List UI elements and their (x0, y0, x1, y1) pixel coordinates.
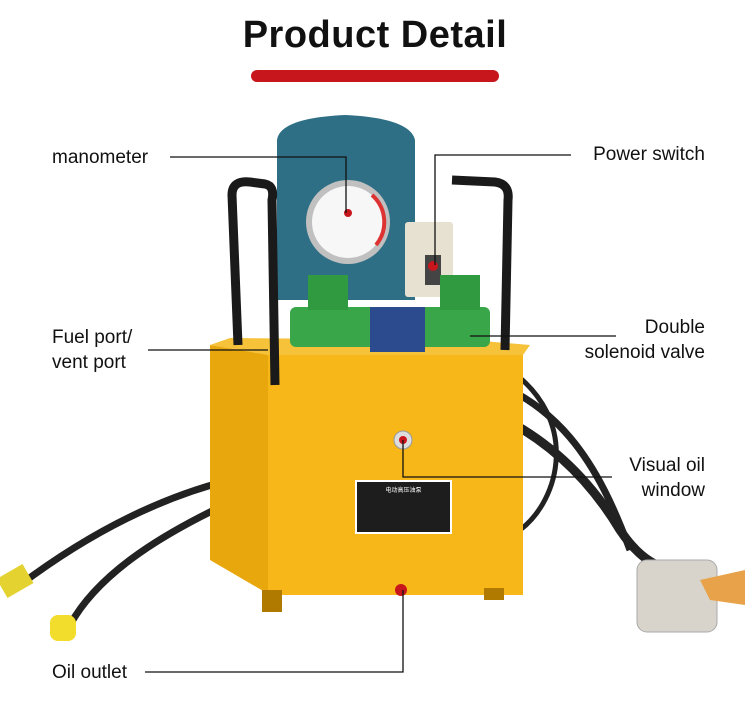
callout-oil-window-line2: window (641, 480, 705, 501)
callout-oil-window: Visual oil window (629, 453, 705, 503)
callout-oil-window-line1: Visual oil (629, 455, 705, 476)
callout-power-switch: Power switch (593, 144, 705, 165)
callout-solenoid-valve: Double solenoid valve (585, 315, 705, 365)
callout-fuel-port-line2: vent port (52, 352, 126, 373)
page-title: Product Detail (242, 14, 508, 56)
callout-solenoid-line2: solenoid valve (584, 342, 705, 363)
callout-manometer: manometer (52, 147, 149, 168)
nameplate: 电动高压油泵 (385, 488, 422, 494)
callout-solenoid-line1: Double (644, 317, 705, 338)
callout-lines (145, 154, 616, 673)
title-underline (251, 70, 499, 82)
callout-fuel-port-line1: Fuel port/ (52, 327, 133, 348)
callout-oil-outlet: Oil outlet (52, 662, 127, 683)
callout-fuel-port: Fuel port/ vent port (52, 325, 132, 375)
